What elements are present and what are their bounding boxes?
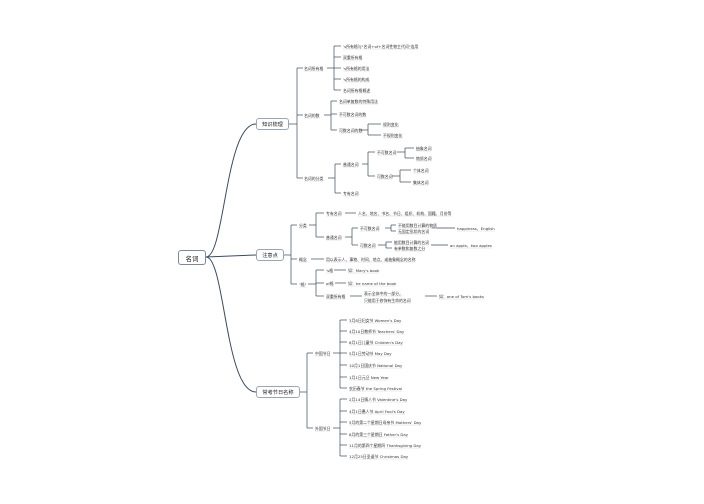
node-leaf[interactable]: 只能用于修饰有生命的名词 [364, 298, 411, 303]
node-leaf[interactable]: an apple、two apples [450, 243, 492, 248]
node-leaf[interactable]: 专有名词 [343, 191, 359, 196]
node-double-possessive[interactable]: 双重所有格 [326, 294, 346, 299]
node-classification[interactable]: 名词的分类 [304, 176, 324, 181]
festival-item[interactable]: 5月的第二个星期日母亲节 Mothers' Day [349, 420, 422, 425]
festival-item[interactable]: 5月1日劳动节 May Day [349, 351, 392, 356]
branch-label: 注意点 [262, 252, 278, 259]
festival-item[interactable]: 12月25日圣诞节 Christmas Day [349, 454, 409, 459]
node-possessive[interactable]: 名词所有格 [304, 66, 324, 71]
node-leaf[interactable]: 名词所有格概述 [343, 88, 371, 93]
festival-item[interactable]: 6月1日儿童节 Children's Day [349, 340, 403, 345]
node-leaf[interactable]: 能用数目计算的名词 [394, 240, 430, 245]
festival-item[interactable]: 4月10日教师节 Teachers' Day [349, 329, 405, 334]
node-leaf[interactable]: 个体名词 [413, 168, 429, 173]
node-concept[interactable]: 概念 [299, 257, 307, 262]
node-leaf[interactable]: 不可数名词的数 [339, 112, 367, 117]
node-uncountable[interactable]: 不可数名词 [377, 150, 397, 155]
node-leaf[interactable]: 如：he name of the book [348, 281, 397, 286]
node-leaf[interactable]: 人名、地名、书名、节日、组织、机构、国籍、月份等 [358, 211, 452, 216]
node-leaf[interactable]: 's所有格的构成 [343, 77, 370, 82]
node-foreign-festivals[interactable]: 外国节日 [315, 426, 331, 431]
node-category[interactable]: 分类 [299, 223, 307, 228]
branch-label: 常考节日名称 [262, 389, 294, 396]
branch-label: 知识梳理 [262, 121, 283, 128]
node-leaf[interactable]: 's所有格与"名词+of+名词性物主代词"连用 [343, 44, 419, 49]
node-of-case[interactable]: of格 [326, 281, 334, 286]
node-leaf[interactable]: 双重所有格 [343, 55, 363, 60]
node-leaf[interactable]: 如：one of Tom's books [439, 294, 484, 299]
node-chinese-festivals[interactable]: 中国节日 [315, 351, 331, 356]
node-leaf[interactable]: 规则变化 [383, 122, 399, 127]
root-label: 名词 [185, 254, 199, 263]
branch-knowledge[interactable]: 知识梳理 [256, 118, 289, 130]
node-leaf[interactable]: 集体名词 [413, 180, 429, 185]
node-common-noun-2[interactable]: 普通名词 [326, 235, 342, 240]
node-leaf[interactable]: 's所有格的用法 [343, 66, 370, 71]
node-leaf[interactable]: 无固定形状的名词 [398, 229, 430, 234]
node-leaf[interactable]: happiness、English [457, 226, 495, 231]
node-number[interactable]: 名词的数 [304, 113, 320, 118]
festival-item[interactable]: 4月1日愚人节 April Fool's Day [349, 409, 405, 414]
node-uncountable-2[interactable]: 不可数名词 [360, 226, 380, 231]
node-common-noun[interactable]: 普通名词 [343, 162, 359, 167]
root-node[interactable]: 名词 [178, 250, 206, 265]
node-leaf[interactable]: 表示全体中的一部分， [364, 291, 403, 296]
node-leaf[interactable]: 不能用数目计算的物质 [398, 223, 437, 228]
festival-item[interactable]: 3月8日妇女节 Women's Day [349, 318, 402, 323]
link-root-knowledge [205, 123, 257, 258]
branch-festivals[interactable]: 常考节日名称 [256, 386, 300, 398]
festival-item[interactable]: 农历春节 the Spring Festival [349, 386, 403, 391]
node-leaf[interactable]: 用以表示人、事物、时间、地点、或抽象概念的名称 [326, 257, 416, 262]
node-countable-number[interactable]: 可数名词的数 [339, 128, 363, 133]
node-countable[interactable]: 可数名词 [377, 174, 393, 179]
festival-item[interactable]: 10月1日国庆节 National Day [349, 363, 403, 368]
node-countable-2[interactable]: 可数名词 [360, 243, 376, 248]
festival-item[interactable]: 6月的第三个星期日 Father's Day [349, 432, 409, 437]
node-proper-noun[interactable]: 专有名词 [326, 211, 342, 216]
festival-item[interactable]: 2月14日情人节 Valentine's Day [349, 397, 408, 402]
node-s-case[interactable]: 's格 [326, 268, 333, 273]
link-root-festivals [205, 256, 257, 393]
festival-item[interactable]: 11月的第四个星期四 Thanksgiving Day [349, 443, 422, 448]
node-leaf[interactable]: 如：Mary's book [348, 268, 380, 273]
node-case[interactable]: "格" [299, 282, 307, 287]
link-root-notes [205, 254, 257, 258]
festival-item[interactable]: 1月1日元旦 New Year [349, 375, 389, 380]
node-leaf[interactable]: 抽象名词 [416, 146, 432, 151]
node-leaf[interactable]: 有单数和复数之分 [394, 246, 426, 251]
node-leaf[interactable]: 不规则变化 [383, 133, 403, 138]
node-leaf[interactable]: 名词单复数的特殊用法 [339, 99, 378, 104]
branch-notes[interactable]: 注意点 [256, 249, 284, 261]
node-leaf[interactable]: 物质名词 [416, 156, 432, 161]
